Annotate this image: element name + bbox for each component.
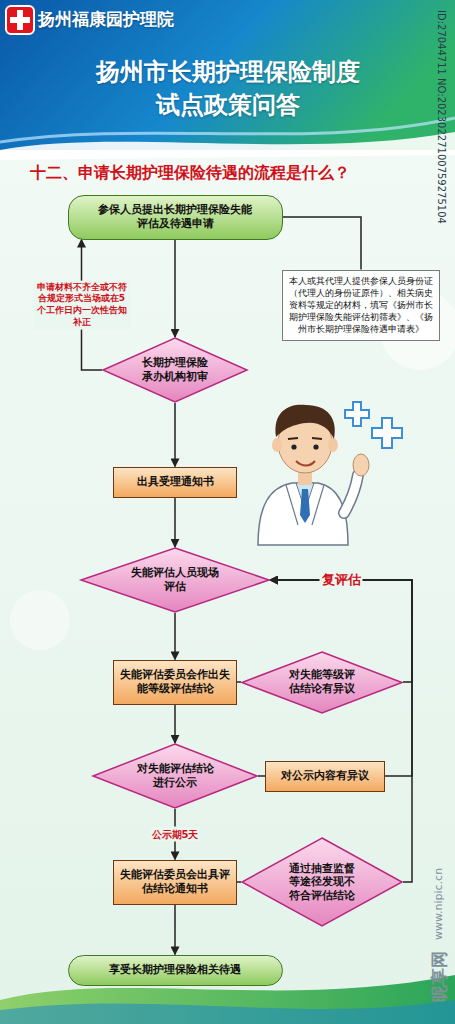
brand-name: 扬州福康园护理院 — [38, 8, 174, 31]
node-text: 参保人员提出长期护理保险失能评估及待遇申请 — [95, 203, 255, 232]
decision-diamond: 对失能评估结论进行公示 — [92, 743, 258, 809]
node-text: 享受长期护理保险相关待遇 — [109, 963, 241, 977]
decision-diamond: 失能评估人员现场评估 — [80, 547, 270, 613]
node-text: 通过抽查监督等途径发现不符合评估结论 — [284, 862, 360, 903]
node-text-group: 失能评估委员会出具评估结论通知书 — [120, 868, 230, 897]
node-text: 对失能等级评估结论有异议 — [284, 668, 360, 695]
site-url: www.nipic.cn — [432, 868, 445, 940]
note-box: 本人或其代理人提供参保人员身份证（代理人的身份证原件）、相关病史资料等规定的材料… — [282, 270, 440, 341]
node-text: 长期护理保险承办机构初审 — [141, 356, 209, 385]
node-text-group: 享受长期护理保险相关待遇 — [109, 963, 241, 977]
edge-label: 公示期5天 — [150, 827, 201, 842]
site-watermark: 昵享网 — [428, 951, 451, 1002]
node-text-group: 出具受理通知书 — [137, 475, 214, 489]
flow-connector — [174, 705, 176, 744]
edge-label: 复评估 — [320, 571, 363, 590]
process-box: 出具受理通知书 — [113, 467, 237, 498]
flow-connector — [174, 498, 176, 548]
flow-connector — [237, 881, 241, 883]
flow-connector — [174, 613, 176, 660]
node-text: 对失能评估结论进行公示 — [136, 762, 214, 791]
id-watermark: ID:27044711 NO:20230227100759275104 — [436, 10, 447, 224]
section-heading: 十二、申请长期护理保险待遇的流程是什么？ — [30, 163, 350, 184]
process-box: 对公示内容有异议 — [265, 761, 385, 792]
flow-connector — [174, 403, 176, 467]
node-text-group: 对公示内容有异议 — [281, 769, 369, 783]
node-text-group: 对失能等级评估结论有异议 — [284, 668, 360, 695]
flow-connector — [283, 217, 362, 270]
node-text: 对公示内容有异议 — [281, 769, 369, 783]
decision-diamond: 长期护理保险承办机构初审 — [102, 337, 248, 403]
terminal-box: 享受长期护理保险相关待遇 — [68, 955, 283, 986]
decision-diamond: 通过抽查监督等途径发现不符合评估结论 — [241, 837, 403, 927]
node-text-group: 对失能评估结论进行公示 — [136, 762, 214, 791]
node-text-group: 本人或其代理人提供参保人员身份证（代理人的身份证原件）、相关病史资料等规定的材料… — [289, 275, 433, 336]
edge-label: 申请材料不齐全或不符合规定形式当场或在5个工作日内一次性告知补正 — [33, 280, 131, 329]
decision-diamond: 对失能等级评估结论有异议 — [241, 651, 403, 714]
node-text: 失能评估委员会出具评估结论通知书 — [120, 868, 230, 897]
node-text-group: 失能评估委员会作出失能等级评估结论 — [120, 668, 230, 697]
flow-connector — [174, 240, 176, 338]
terminal-box: 参保人员提出长期护理保险失能评估及待遇申请 — [68, 195, 283, 240]
node-text: 本人或其代理人提供参保人员身份证（代理人的身份证原件）、相关病史资料等规定的材料… — [289, 275, 433, 336]
process-box: 失能评估委员会出具评估结论通知书 — [113, 860, 237, 905]
page-title: 扬州市长期护理保险制度 试点政策问答 — [83, 56, 373, 122]
node-text: 失能评估委员会作出失能等级评估结论 — [120, 668, 230, 697]
node-text-group: 长期护理保险承办机构初审 — [141, 356, 209, 385]
node-text-group: 通过抽查监督等途径发现不符合评估结论 — [284, 862, 360, 903]
node-text-group: 参保人员提出长期护理保险失能评估及待遇申请 — [95, 203, 255, 232]
title-bar: 扬州市长期护理保险制度 试点政策问答 — [0, 56, 455, 122]
logo-cross — [6, 6, 34, 34]
node-text: 失能评估人员现场评估 — [130, 566, 220, 595]
plus-icons — [345, 402, 402, 448]
process-box: 失能评估委员会作出失能等级评估结论 — [113, 660, 237, 705]
flow-connector — [174, 905, 176, 955]
node-text: 出具受理通知书 — [137, 475, 214, 489]
flow-connector — [270, 580, 412, 882]
node-text-group: 失能评估人员现场评估 — [130, 566, 220, 595]
